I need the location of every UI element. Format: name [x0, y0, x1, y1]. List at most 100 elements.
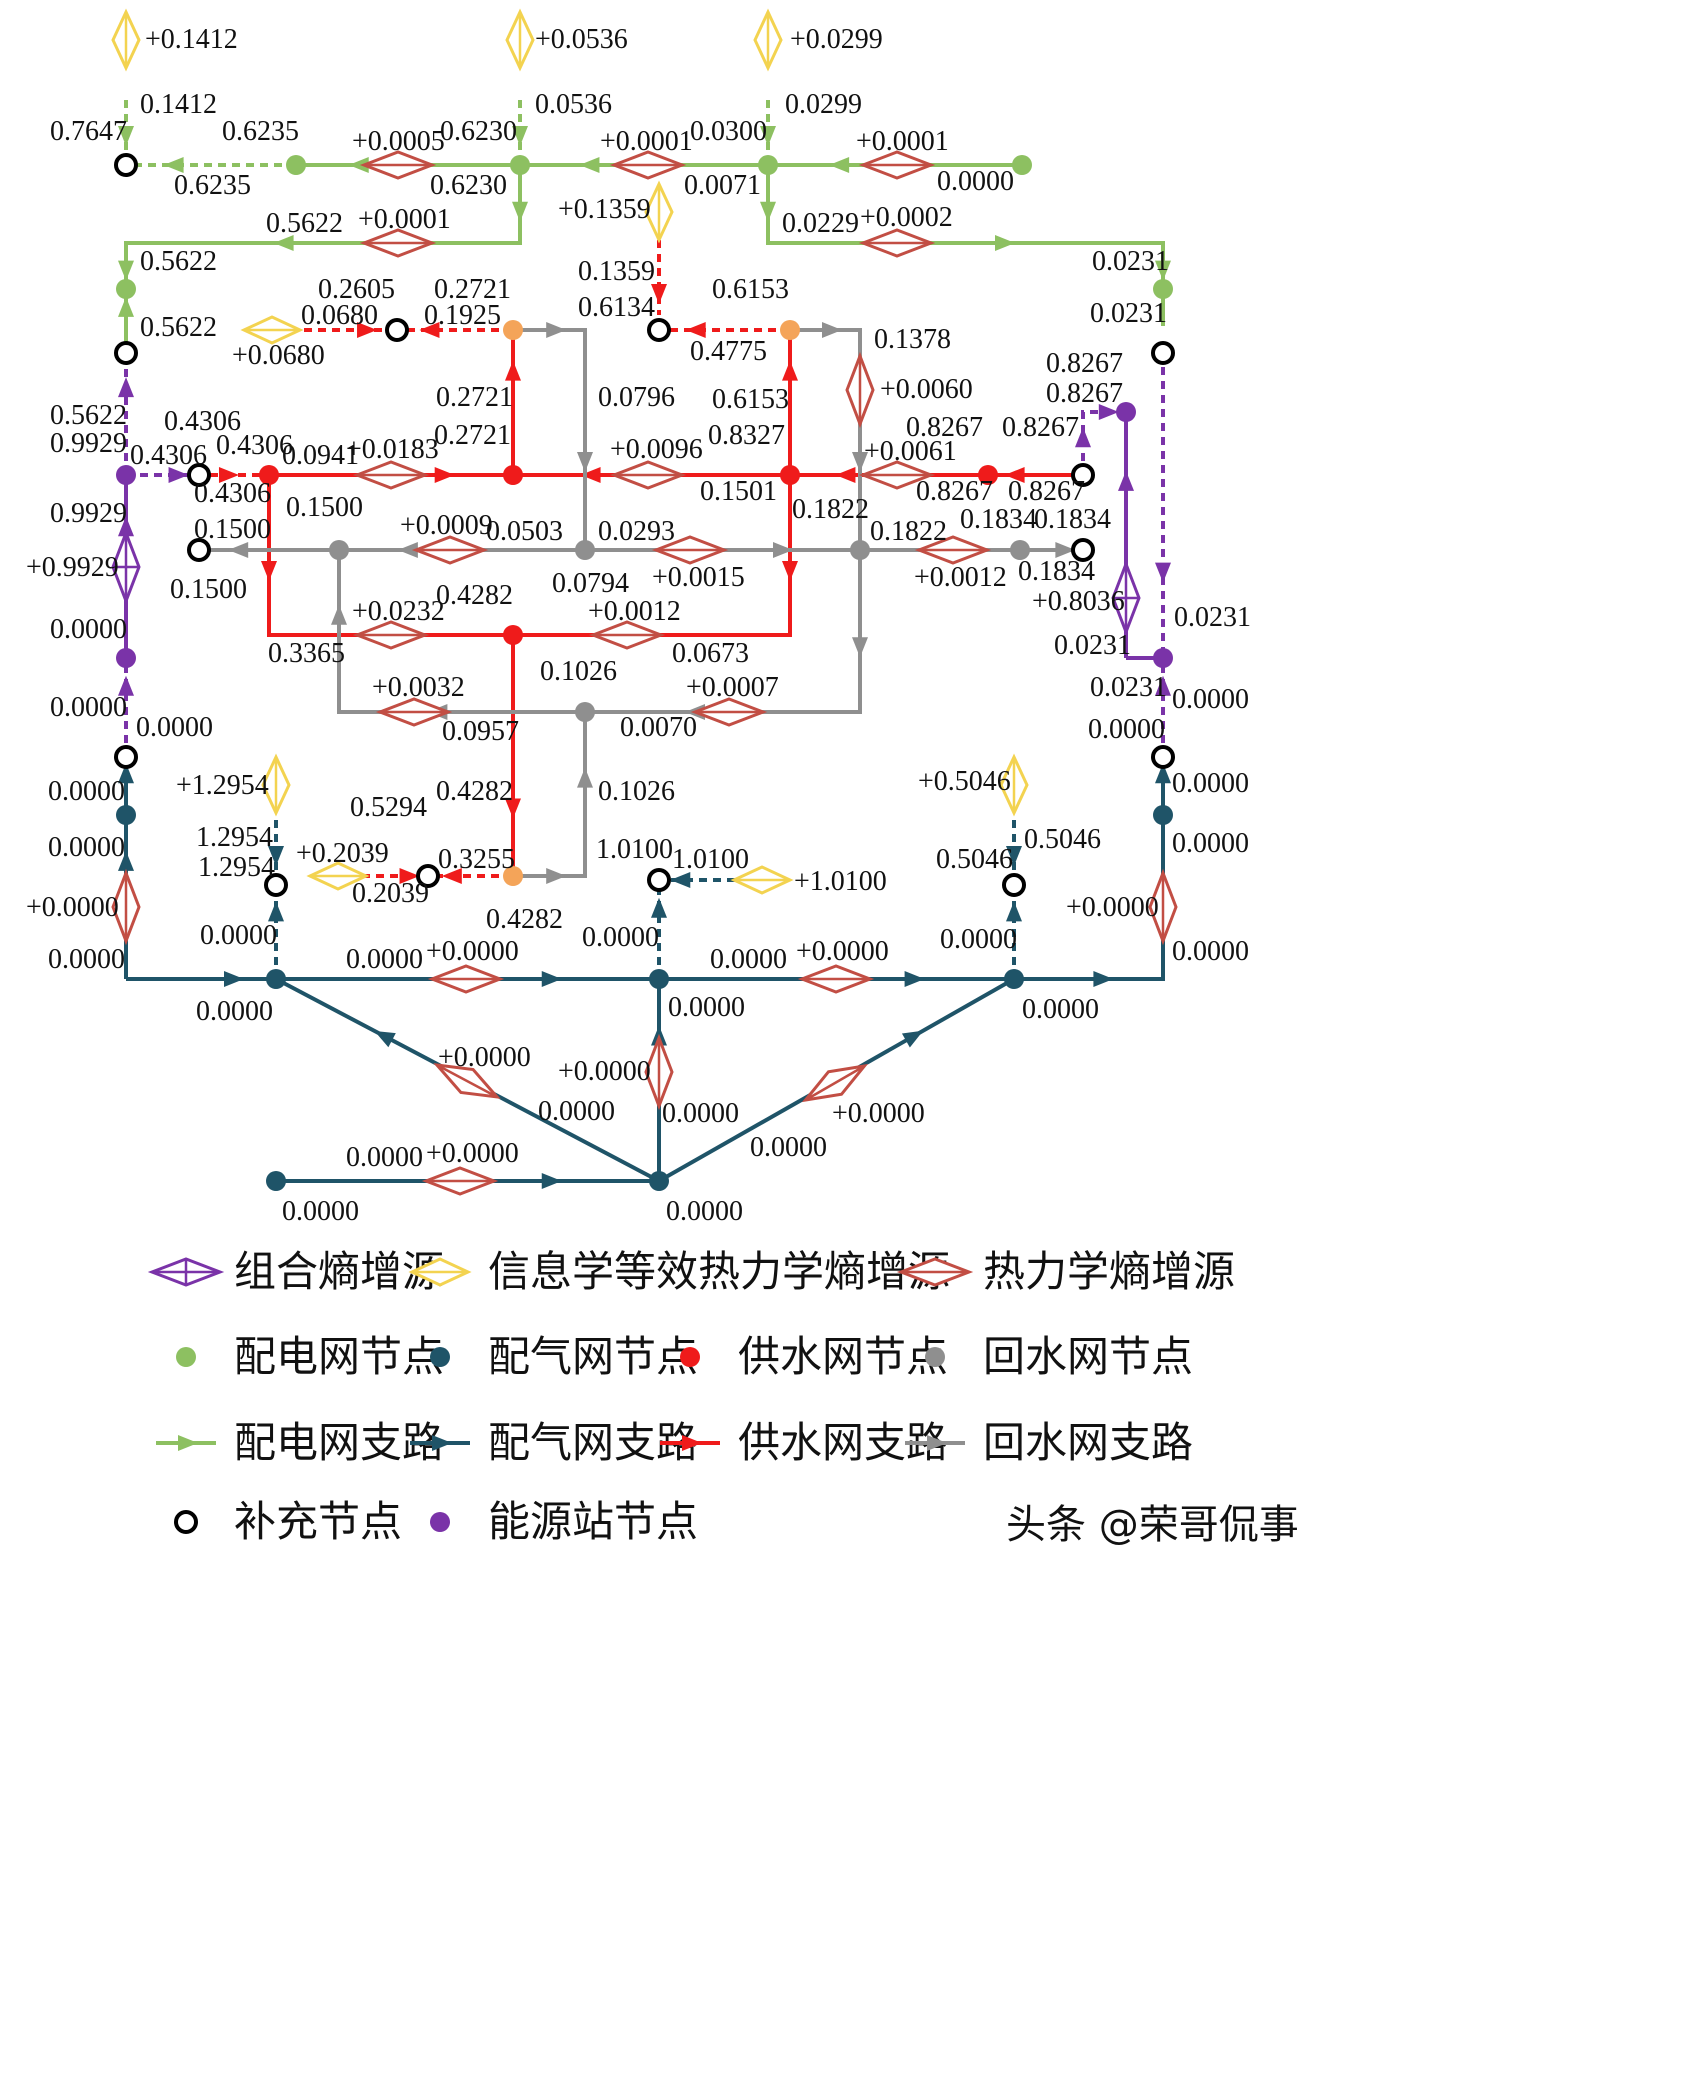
branch-arrow: [118, 377, 134, 398]
branch-arrow: [782, 360, 798, 381]
value-label: 0.0000: [346, 944, 423, 975]
value-label: 1.2954: [196, 822, 273, 853]
network-nodes: [114, 153, 1175, 1191]
legend-item: 回水网支路: [905, 1418, 1193, 1467]
value-label: 0.0000: [666, 1196, 743, 1227]
value-label: 0.1026: [598, 776, 675, 807]
branch-arrow: [419, 322, 440, 338]
value-label: +0.0232: [352, 596, 445, 627]
value-label: 0.0070: [620, 712, 697, 743]
branch-arrow: [268, 901, 284, 922]
branch-arrow: [273, 235, 294, 251]
value-label: 0.0293: [598, 516, 675, 547]
thermo-entropy-source-icon: [609, 460, 687, 490]
value-label: 0.1822: [870, 516, 947, 547]
combined-entropy-source-icon: [111, 528, 141, 606]
value-label: +0.0009: [400, 510, 493, 541]
branch-arrow: [546, 868, 567, 884]
return-node-r4: [1010, 540, 1030, 560]
value-label: +1.0100: [794, 866, 887, 897]
legend-item: 组合熵增源: [147, 1247, 444, 1296]
value-label: 0.0231: [1090, 298, 1167, 329]
value-label: 0.1500: [194, 514, 271, 545]
branch-return: [585, 550, 862, 714]
thermo-entropy-source-icon: [588, 620, 666, 650]
value-label: 0.0000: [940, 924, 1017, 955]
value-label: 0.4306: [130, 440, 207, 471]
value-label: 0.0000: [750, 1132, 827, 1163]
info-entropy-source-icon: [111, 8, 141, 72]
legend-label: 信息学等效热力学熵增源: [488, 1247, 950, 1296]
supplement-node-s14: [1002, 873, 1026, 897]
value-label: +1.2954: [176, 770, 269, 801]
power-node-p2: [286, 155, 306, 175]
network-branches: [118, 100, 1171, 1189]
supplement-node-p1: [114, 153, 138, 177]
value-label: 0.1359: [578, 256, 655, 287]
branch-arrow: [512, 126, 528, 146]
supply-node-w2: [503, 465, 523, 485]
value-label: 0.0957: [442, 716, 519, 747]
power-node-p3: [510, 155, 530, 175]
legend-item: 配电网节点: [176, 1332, 444, 1381]
value-label: 0.0794: [552, 568, 629, 599]
branch-arrow: [904, 971, 925, 987]
info-entropy-source-icon: [261, 753, 291, 817]
legend-label: 能源站节点: [488, 1497, 698, 1546]
value-label: 0.0000: [1172, 684, 1249, 715]
value-label: +0.0096: [610, 434, 703, 465]
thermo-entropy-source-icon: [111, 868, 141, 946]
value-label: 0.0000: [200, 920, 277, 951]
branch-arrow: [228, 542, 249, 558]
legend-label: 配气网节点: [488, 1332, 698, 1381]
legend-arrow: [432, 1435, 452, 1451]
legend: 组合熵增源信息学等效热力学熵增源热力学熵增源配电网节点配气网节点供水网节点回水网…: [147, 1247, 1235, 1546]
branch-arrow: [118, 260, 134, 281]
entropy-sources: [111, 8, 1178, 1196]
value-label: 0.6153: [712, 384, 789, 415]
supply-node-w5: [503, 625, 523, 645]
branch-arrow: [995, 235, 1015, 251]
branch-arrow: [261, 561, 277, 581]
power-node-p4: [758, 155, 778, 175]
legend-item: 信息学等效热力学熵增源: [408, 1247, 950, 1296]
legend-node-gas: [430, 1347, 450, 1367]
branch-arrow: [1098, 404, 1119, 420]
value-label: 0.2605: [318, 274, 395, 305]
value-label: 0.0000: [582, 922, 659, 953]
info-entropy-source-icon: [240, 315, 304, 345]
station-node-e3: [116, 648, 136, 668]
value-label: 0.6230: [440, 116, 517, 147]
legend-item: 供水网支路: [660, 1418, 948, 1467]
legend-item: 配电网支路: [156, 1418, 444, 1467]
value-label: 0.8267: [906, 412, 983, 443]
value-label: 1.0100: [596, 834, 673, 865]
branch-arrow: [399, 868, 420, 884]
value-label: 0.1501: [700, 476, 777, 507]
branch-arrow: [118, 675, 134, 696]
value-label: 0.5622: [50, 400, 127, 431]
branch-arrow: [224, 971, 244, 987]
branch-arrow: [434, 467, 455, 483]
thermo-entropy-source-icon: [352, 460, 430, 490]
branch-arrow: [331, 604, 347, 625]
return-node-r3: [850, 540, 870, 560]
value-label: 0.8327: [708, 420, 785, 451]
thermo-entropy-source-icon: [896, 1257, 974, 1287]
branch-arrow: [541, 1173, 562, 1189]
thermo-entropy-source-icon: [797, 964, 875, 994]
value-label: +0.0007: [686, 672, 779, 703]
value-label: 0.0000: [710, 944, 787, 975]
value-label: +0.9929: [26, 552, 119, 583]
legend-item: 配气网节点: [430, 1332, 698, 1381]
value-label: 0.0000: [1172, 936, 1249, 967]
value-label: 0.3255: [438, 844, 515, 875]
value-label: 0.0000: [538, 1096, 615, 1127]
info-entropy-source-icon: [730, 865, 794, 895]
power-node-p6: [116, 279, 136, 299]
value-label: 0.0000: [136, 712, 213, 743]
branch-arrow: [651, 284, 667, 304]
value-label: +0.0015: [652, 562, 745, 593]
value-label: 0.5294: [350, 792, 427, 823]
value-label: 0.5046: [1024, 824, 1101, 855]
